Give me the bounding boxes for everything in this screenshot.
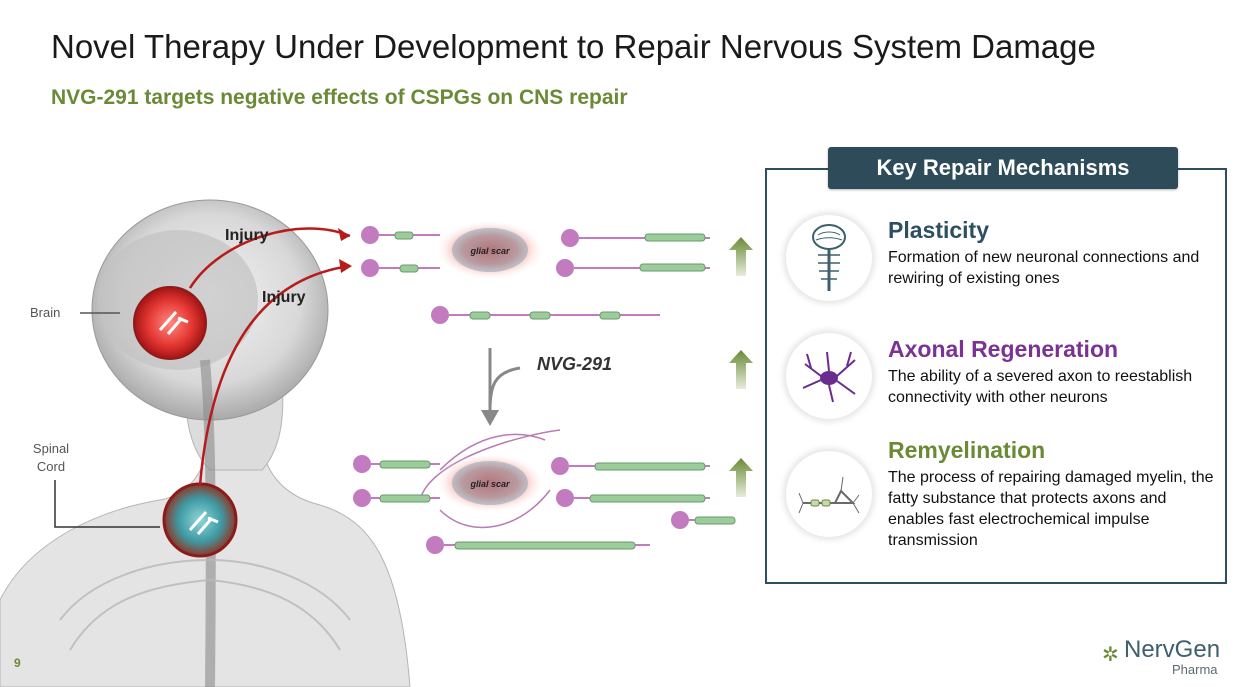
injury-label-spine: Injury [262,289,306,306]
mechanism-description: The ability of a severed axon to reestab… [888,368,1193,406]
mechanism-title: Remyelination [888,437,1046,463]
brain-label: Brain [30,305,61,320]
logo-name: NervGen [1124,636,1221,663]
mechanism-description: The process of repairing damaged myelin,… [888,469,1214,549]
slide-subtitle: NVG-291 targets negative effects of CSPG… [51,86,628,109]
drug-label: NVG-291 [537,354,613,374]
neuron-diagram-bottom: glial scar [353,429,736,554]
company-logo: ✲ NervGen Pharma [1102,636,1232,682]
slide-title: Novel Therapy Under Development to Repai… [51,28,1096,65]
injury-label-brain: Injury [225,227,269,244]
glial-scar-label-top: glial scar [469,246,510,256]
mechanism-description: Formation of new neuronal connections an… [888,249,1200,287]
logo-sub: Pharma [1172,662,1218,677]
mechanism-plasticity: Plasticity Formation of new neuronal con… [888,216,1223,289]
mechanism-title: Axonal Regeneration [888,336,1119,362]
logo-star-icon: ✲ [1102,644,1119,666]
neuron-diagram-top: glial scar [361,220,710,324]
neuron-icon [786,333,872,419]
mechanism-title: Plasticity [888,217,989,243]
mechanism-remyelination: Remyelination The process of repairing d… [888,436,1223,551]
improvement-arrows [729,237,753,497]
panel-header: Key Repair Mechanisms [828,147,1178,189]
spinal-cord-icon [786,215,872,301]
glial-scar-label-bottom: glial scar [469,479,510,489]
page-number: 9 [14,656,21,670]
myelin-icon [786,451,872,537]
spinal-cord-label: Spinal Cord [32,441,70,474]
mechanism-axonal-regeneration: Axonal Regeneration The ability of a sev… [888,335,1223,408]
